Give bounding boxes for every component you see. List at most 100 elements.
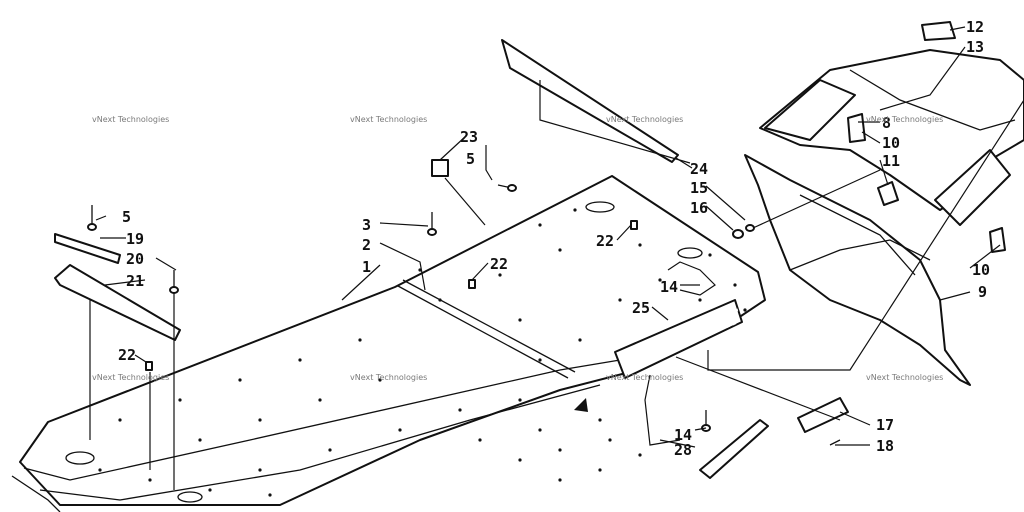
screw-3 [427,212,437,236]
rivet-dot [698,298,702,302]
rivet-dot [98,468,102,472]
nut-10b [989,227,1006,253]
watermark-3: vNext Technologies [606,115,683,124]
tail-flap-plate [501,39,679,163]
rail-stripe [699,419,769,479]
rivet-dot [378,378,382,382]
cable-28 [644,374,681,446]
rivet-dot [573,208,577,212]
rivet-dot [558,448,562,452]
rivet-dot [498,273,502,277]
rivet-dot [518,398,522,402]
screw-5b [497,184,517,192]
callout-20: 20 [126,250,144,268]
rivet-dot [208,488,212,492]
rivet-dot [598,418,602,422]
leader-lines [89,26,1024,490]
rivet-dot [178,398,182,402]
rear-flap-crease [799,194,916,276]
rivet-dot [258,468,262,472]
rivet-dot [268,493,272,497]
rivet-22c [630,220,638,230]
callout-22a: 22 [596,232,614,250]
seat-hole-mid [677,247,703,259]
rivet-dot [538,428,542,432]
rivet-dot [118,418,122,422]
seat-rail-lower [39,384,601,501]
rivet-dot [198,438,202,442]
watermark-7: vNext Technologies [606,373,683,382]
strap-19 [54,233,121,264]
rivet-22a [145,361,153,371]
callouts: 1 2 3 5 5 8 9 10 10 11 12 13 14 14 15 16… [118,18,990,459]
rivet-dot [538,358,542,362]
watermark-2: vNext Technologies [350,115,427,124]
cable-14 [667,261,716,296]
direction-arrow [574,398,588,412]
callout-18: 18 [876,437,894,455]
callout-22b: 22 [490,255,508,273]
callout-22c: 22 [118,346,136,364]
callout-3: 3 [362,216,371,234]
washer-16 [732,229,744,239]
rivet-dot [358,338,362,342]
watermark-8: vNext Technologies [866,373,943,382]
rivet-dot [398,428,402,432]
rivet-dot [438,298,442,302]
rear-grip-left [764,79,856,141]
callout-8: 8 [882,114,891,132]
rivet-dot [318,398,322,402]
callout-25: 25 [632,299,650,317]
screw-14b [701,410,711,432]
rivet-dots [98,208,747,497]
callout-5a: 5 [122,208,131,226]
washer-15 [745,224,755,232]
rear-grip-right [934,149,1011,226]
rivet-dot [328,448,332,452]
watermark-6: vNext Technologies [350,373,427,382]
watermark-1: vNext Technologies [92,115,169,124]
rivet-22b [468,279,476,289]
rivet-dot [658,278,662,282]
rivet-dot [258,418,262,422]
callout-21: 21 [126,272,144,290]
rear-flap [744,154,971,386]
rivet-dot [708,253,712,257]
callout-14b: 14 [674,426,692,444]
seat-hole-front [177,491,203,503]
seat-hole-front-left [65,451,95,465]
callout-23: 23 [460,128,478,146]
rear-bumper-bar [849,69,1016,131]
rivet-dot [518,318,522,322]
watermark-4: vNext Technologies [866,115,943,124]
callout-24: 24 [690,160,708,178]
rivet-dot [558,248,562,252]
seat-seam-2 [402,279,576,373]
callout-2: 2 [362,236,371,254]
decal-plate [614,299,743,379]
screw-18 [829,439,841,446]
callout-13: 13 [966,38,984,56]
rivet-dot [478,438,482,442]
rivet-dot [148,478,152,482]
callout-11: 11 [882,152,900,170]
seat-hole-rear [585,201,615,213]
callout-19: 19 [126,230,144,248]
rivet-dot [238,378,242,382]
small-parts [54,21,1006,479]
screw-5a [87,205,97,231]
rivet-dot [743,308,747,312]
rivet-dot [608,438,612,442]
callout-5b: 5 [466,150,475,168]
rivet-dot [598,468,602,472]
rivet-dot [618,298,622,302]
reflector-plate [431,159,449,177]
watermark-5: vNext Technologies [92,373,169,382]
callout-14a: 14 [660,278,678,296]
screw-20 [169,270,179,294]
rear-flap-inner [789,239,931,271]
watermarks: vNext Technologies vNext Technologies vN… [92,115,943,382]
rivet-dot [518,458,522,462]
